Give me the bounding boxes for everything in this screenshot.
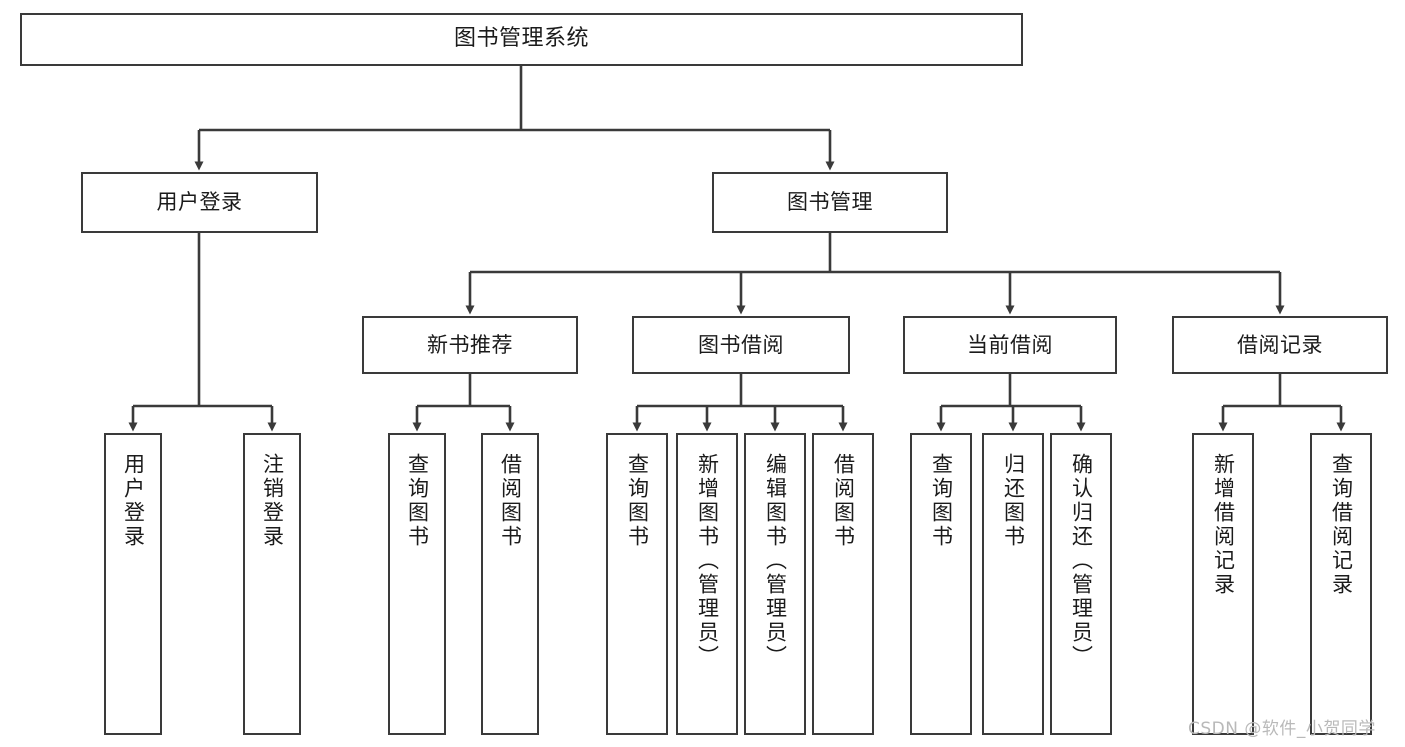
leaf-query-borrow-record-label: 查询借阅记录 — [1329, 453, 1354, 597]
node-current-borrow-label: 当前借阅 — [967, 332, 1053, 357]
leaf-edit-book-admin-label: 编辑图书（管理员） — [763, 453, 788, 669]
node-book-management-label: 图书管理 — [787, 190, 873, 215]
leaf-add-book-admin-label: 新增图书（管理员） — [695, 453, 720, 669]
node-book-borrow[interactable]: 图书借阅 — [632, 316, 850, 374]
leaf-query-borrow-record[interactable]: 查询借阅记录 — [1310, 433, 1372, 735]
node-user-login-label: 用户登录 — [156, 190, 243, 215]
leaf-add-book-admin[interactable]: 新增图书（管理员） — [676, 433, 738, 735]
leaf-edit-book-admin[interactable]: 编辑图书（管理员） — [744, 433, 806, 735]
leaf-query-book-current[interactable]: 查询图书 — [910, 433, 972, 735]
leaf-add-borrow-record-label: 新增借阅记录 — [1211, 453, 1236, 597]
leaf-lend-book-label: 借阅图书 — [831, 453, 856, 549]
leaf-borrow-book-recommend[interactable]: 借阅图书 — [481, 433, 539, 735]
node-book-management[interactable]: 图书管理 — [712, 172, 948, 233]
leaf-confirm-return-admin[interactable]: 确认归还（管理员） — [1050, 433, 1112, 735]
node-current-borrow[interactable]: 当前借阅 — [903, 316, 1117, 374]
node-root[interactable]: 图书管理系统 — [20, 13, 1023, 66]
leaf-query-book-current-label: 查询图书 — [929, 453, 954, 549]
node-book-borrow-label: 图书借阅 — [698, 332, 784, 357]
leaf-user-logout[interactable]: 注销登录 — [243, 433, 301, 735]
node-root-label: 图书管理系统 — [453, 26, 589, 52]
leaf-confirm-return-admin-label: 确认归还（管理员） — [1069, 453, 1094, 669]
node-borrow-record-label: 借阅记录 — [1237, 332, 1323, 357]
leaf-return-book[interactable]: 归还图书 — [982, 433, 1044, 735]
node-new-book-recommend[interactable]: 新书推荐 — [362, 316, 578, 374]
leaf-return-book-label: 归还图书 — [1001, 453, 1026, 549]
leaf-borrow-book-recommend-label: 借阅图书 — [498, 453, 523, 549]
leaf-query-book-recommend[interactable]: 查询图书 — [388, 433, 446, 735]
leaf-lend-book[interactable]: 借阅图书 — [812, 433, 874, 735]
node-new-book-recommend-label: 新书推荐 — [427, 332, 513, 357]
csdn-watermark: CSDN @软件_小贺同学 — [1188, 719, 1376, 739]
node-user-login[interactable]: 用户登录 — [81, 172, 318, 233]
leaf-add-borrow-record[interactable]: 新增借阅记录 — [1192, 433, 1254, 735]
leaf-query-book-recommend-label: 查询图书 — [405, 453, 430, 549]
leaf-user-login-label: 用户登录 — [121, 453, 146, 549]
leaf-query-book-borrow-label: 查询图书 — [625, 453, 650, 549]
leaf-user-login[interactable]: 用户登录 — [104, 433, 162, 735]
leaf-query-book-borrow[interactable]: 查询图书 — [606, 433, 668, 735]
node-borrow-record[interactable]: 借阅记录 — [1172, 316, 1388, 374]
leaf-user-logout-label: 注销登录 — [260, 453, 285, 549]
